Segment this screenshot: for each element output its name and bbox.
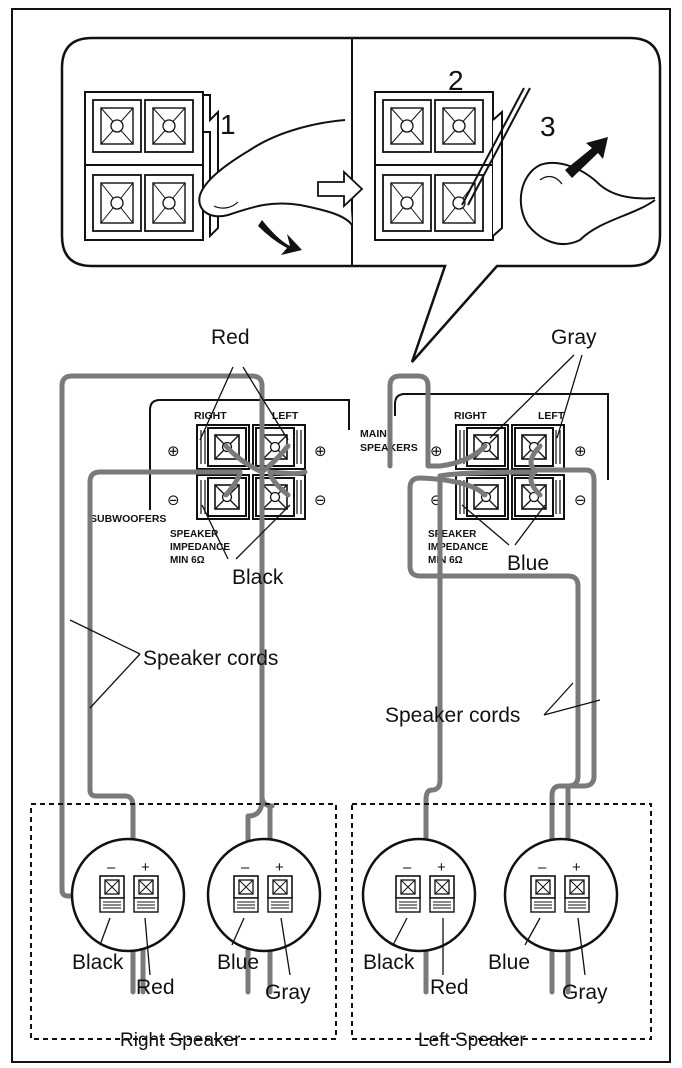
impedance-b-line1: SPEAKER bbox=[428, 529, 477, 540]
impedance-b-line2: IMPEDANCE bbox=[428, 542, 488, 553]
step2-terminal-block bbox=[374, 91, 503, 241]
right-speaker-tweeter bbox=[206, 837, 322, 953]
left-label-blue: Blue bbox=[488, 951, 530, 974]
sub-plus-symbol-left: ⊕ bbox=[167, 443, 180, 460]
sub-right-plus-terminal bbox=[196, 424, 250, 470]
left-woofer-plus-terminal bbox=[429, 875, 455, 913]
step-number-2: 2 bbox=[448, 65, 464, 96]
step-number-1: 1 bbox=[220, 109, 236, 140]
rw-plus-mark: + bbox=[141, 859, 150, 876]
impedance-a-line1: SPEAKER bbox=[170, 529, 219, 540]
sub-right-minus-terminal bbox=[196, 474, 250, 520]
sub-left-label: LEFT bbox=[272, 410, 299, 422]
finger-releasing bbox=[519, 161, 656, 245]
left-tweeter-minus-terminal bbox=[530, 875, 556, 913]
right-speaker-woofer bbox=[70, 837, 186, 953]
rt-minus-mark: – bbox=[241, 859, 250, 876]
sub-minus-symbol-left: ⊖ bbox=[167, 492, 180, 509]
cord-gray-left bbox=[528, 443, 597, 995]
main-plus-symbol-right: ⊕ bbox=[574, 443, 587, 460]
subwoofer-panel-outline bbox=[149, 399, 350, 510]
impedance-a-line2: IMPEDANCE bbox=[170, 542, 230, 553]
transition-arrow bbox=[317, 169, 364, 209]
label-red-top: Red bbox=[211, 326, 250, 349]
impedance-b-line3: MIN 6Ω bbox=[428, 555, 463, 566]
right-label-black: Black bbox=[72, 951, 124, 974]
pointer-lines bbox=[69, 354, 601, 976]
outer-frame bbox=[11, 8, 671, 1063]
impedance-a-line3: MIN 6Ω bbox=[170, 555, 205, 566]
main-panel-outline bbox=[394, 393, 609, 480]
sub-minus-symbol-right: ⊖ bbox=[314, 492, 327, 509]
rt-plus-mark: + bbox=[275, 859, 284, 876]
right-tweeter-minus-terminal bbox=[233, 875, 259, 913]
left-woofer-minus-terminal bbox=[395, 875, 421, 913]
cord-blue-right bbox=[245, 469, 308, 995]
label-black-mid: Black bbox=[232, 566, 284, 589]
release-up-arrow bbox=[565, 137, 608, 178]
left-label-red: Red bbox=[430, 976, 469, 999]
main-left-label: LEFT bbox=[538, 410, 565, 422]
left-speaker-tweeter bbox=[503, 837, 619, 953]
push-down-arrow bbox=[258, 220, 302, 255]
label-speaker-cords-right: Speaker cords bbox=[385, 704, 520, 727]
main-plus-symbol-left: ⊕ bbox=[430, 443, 443, 460]
cord-blue-left bbox=[407, 475, 581, 995]
cord-black-right bbox=[87, 469, 243, 995]
lt-minus-mark: – bbox=[538, 859, 547, 876]
main-left-minus-terminal bbox=[511, 474, 565, 520]
label-speaker-cords-left: Speaker cords bbox=[143, 647, 278, 670]
right-label-gray: Gray bbox=[265, 981, 311, 1004]
inserted-wire bbox=[461, 87, 531, 206]
right-label-red: Red bbox=[136, 976, 175, 999]
sub-plus-symbol-right: ⊕ bbox=[314, 443, 327, 460]
right-tweeter-plus-terminal bbox=[267, 875, 293, 913]
finger-pressing-lever bbox=[198, 119, 353, 226]
main-right-label: RIGHT bbox=[454, 410, 487, 422]
rw-minus-mark: – bbox=[107, 859, 116, 876]
right-woofer-plus-terminal bbox=[133, 875, 159, 913]
label-gray-top: Gray bbox=[551, 326, 597, 349]
main-label-line1: MAIN bbox=[360, 428, 387, 440]
right-woofer-minus-terminal bbox=[99, 875, 125, 913]
lw-minus-mark: – bbox=[403, 859, 412, 876]
label-blue-mid: Blue bbox=[507, 552, 549, 575]
right-speaker-caption: Right Speaker bbox=[120, 1030, 241, 1051]
left-tweeter-plus-terminal bbox=[564, 875, 590, 913]
main-minus-symbol-right: ⊖ bbox=[574, 492, 587, 509]
step1-terminal-block bbox=[84, 91, 219, 241]
right-label-blue: Blue bbox=[217, 951, 259, 974]
left-speaker-box bbox=[351, 803, 652, 1040]
lw-plus-mark: + bbox=[437, 859, 446, 876]
left-speaker-caption: Left Speaker bbox=[418, 1030, 526, 1051]
left-label-black: Black bbox=[363, 951, 415, 974]
left-label-gray: Gray bbox=[562, 981, 608, 1004]
step-number-3: 3 bbox=[540, 111, 556, 142]
cord-black-left bbox=[423, 469, 543, 995]
lt-plus-mark: + bbox=[572, 859, 581, 876]
cord-red-left bbox=[387, 373, 488, 469]
subwoofers-label: SUBWOOFERS bbox=[90, 513, 166, 525]
